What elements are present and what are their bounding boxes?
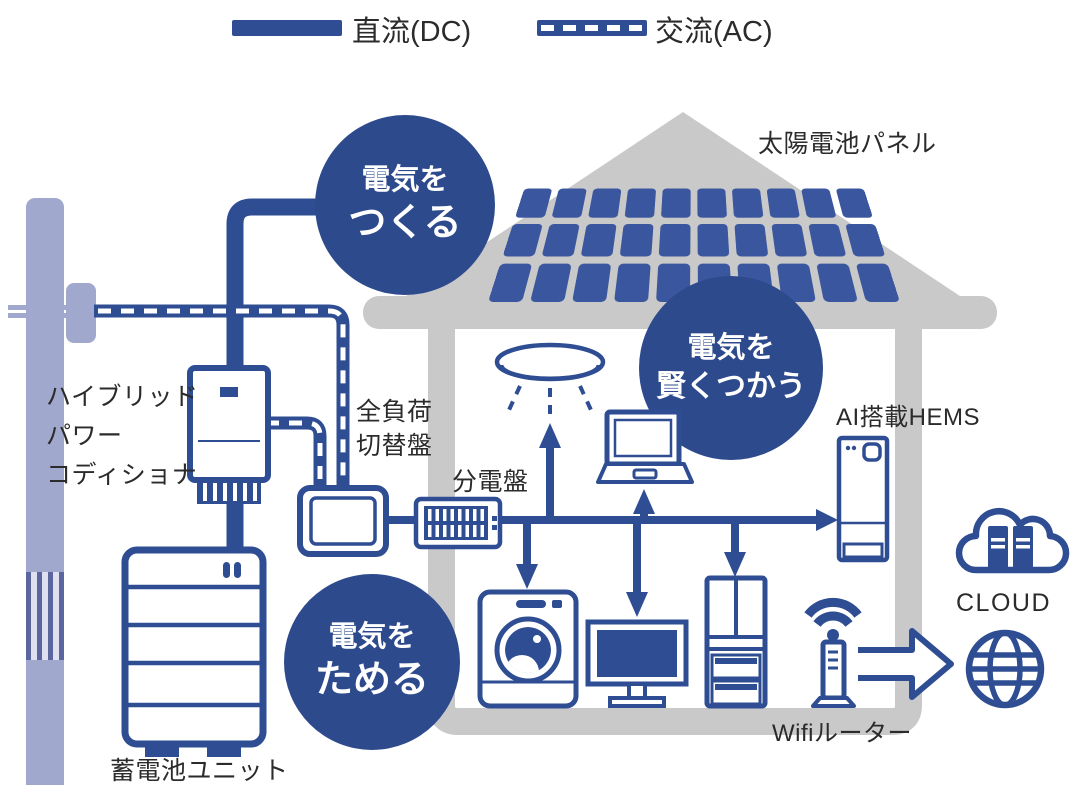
tv-icon [585,619,689,708]
badge-generate-line1: 電気を [361,164,449,197]
cloud-label: CLOUD [956,589,1052,617]
badge-store-line2: ためる [314,659,429,702]
badge-store-line1: 電気を [328,621,416,654]
badge-smart-use-line2: 賢くつかう [656,370,806,404]
badge-generate: 電気を つくる [315,115,495,295]
wifi-router-icon [804,597,862,708]
globe-icon [965,629,1045,709]
battery-unit-icon [121,546,267,757]
full-load-switch-panel-label: 全負荷 切替盤 [356,398,433,460]
badge-smart-use-line1: 電気を [687,332,775,365]
legend-ac-label: 交流(AC) [655,16,773,48]
legend-ac-swatch [537,20,647,36]
legend-dc-label: 直流(DC) [352,16,472,48]
full-load-switch-panel-icon [297,485,389,557]
arrow-to-hems [816,509,838,531]
hems-controller-icon [836,435,890,563]
hems-label: AI搭載HEMS [836,404,981,431]
ceiling-light-icon [494,342,606,414]
pole-crossbar-bottom [8,313,68,318]
utility-pole-stripes [26,572,64,660]
power-conditioner-icon [187,365,271,504]
washing-machine-icon [477,589,579,709]
laptop-icon [596,409,694,484]
pole-transformer [66,283,96,343]
utility-pole [26,198,64,785]
power-conditioner-label: ハイブリッド パワー コディショナ [46,383,199,489]
battery-unit-label: 蓄電池ユニット [110,757,289,785]
dc-line-solar-to-conditioner [226,198,445,372]
solar-panel-label: 太陽電池パネル [758,130,937,158]
cloud-servers-icon [955,507,1070,574]
ac-line-conditioner [264,416,327,492]
refrigerator-icon [704,575,768,709]
pole-crossbar-top [8,305,68,310]
badge-generate-line2: つくる [348,202,462,245]
router-to-cloud-arrow [858,628,954,700]
wifi-router-label: Wifiルーター [772,720,912,747]
distribution-board-label: 分電盤 [452,468,529,496]
distribution-board-icon [413,496,503,550]
badge-store: 電気を ためる [284,574,460,750]
legend-dc-swatch [232,20,342,36]
